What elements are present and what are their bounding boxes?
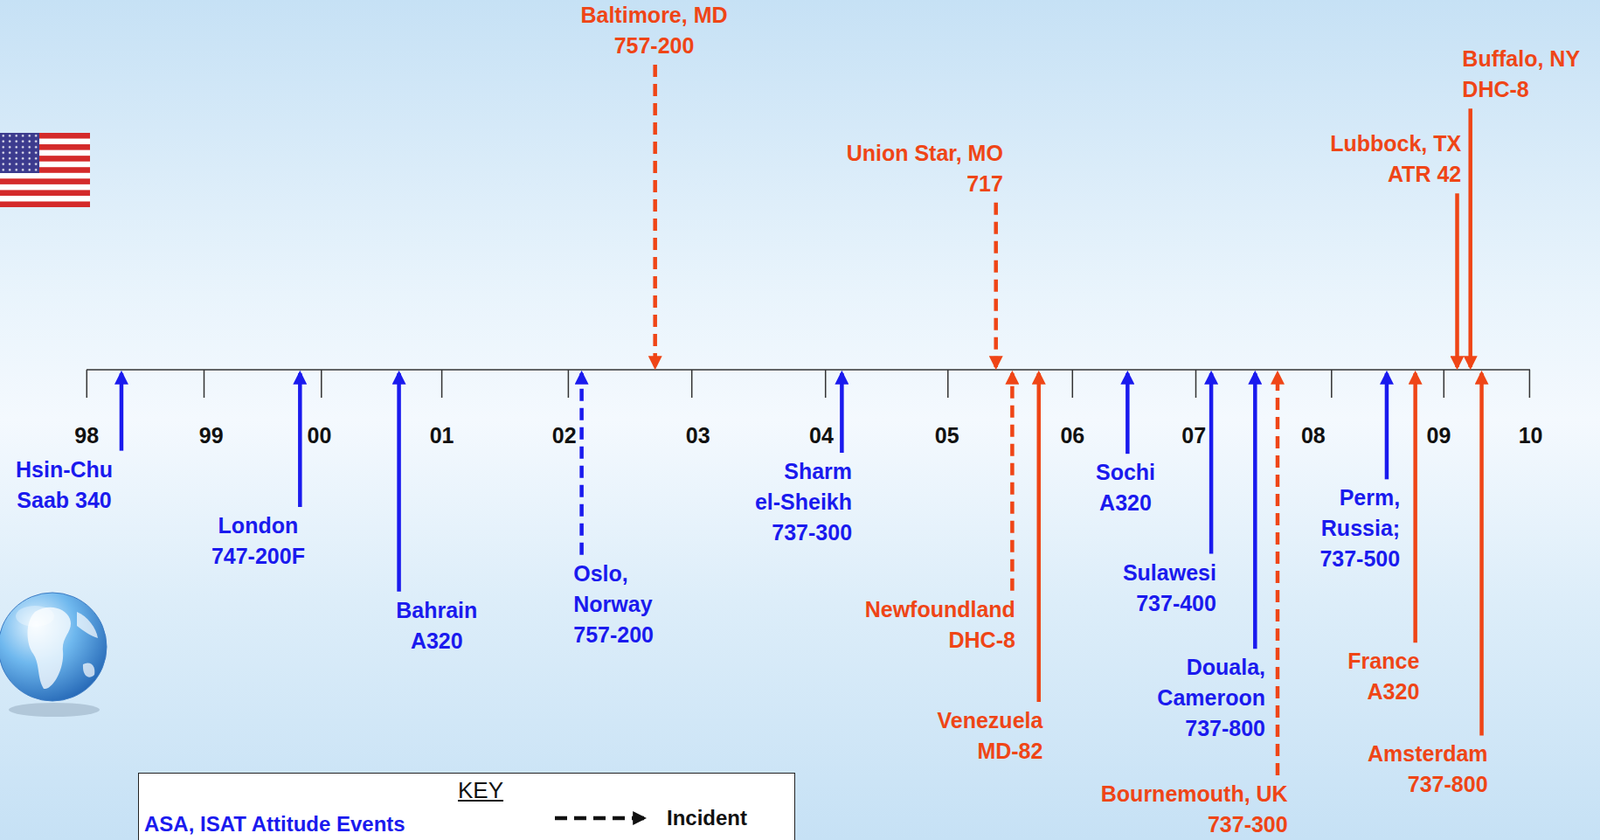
legend-text: Incident xyxy=(666,805,748,831)
us-flag xyxy=(0,132,91,208)
event-arrow xyxy=(396,373,402,592)
event-arrow xyxy=(579,373,584,555)
year-label: 10 xyxy=(1518,420,1544,451)
event-arrow xyxy=(1454,193,1460,368)
year-label: 06 xyxy=(1059,420,1085,451)
event-label: Sharm el-Sheikh 737-300 xyxy=(754,456,852,548)
event-label: Newfoundland DHC-8 xyxy=(865,594,1016,656)
legend-box: KEY ASA, ISAT Attitude Events Incident xyxy=(138,772,796,840)
event-arrow xyxy=(1275,373,1281,776)
year-label: 00 xyxy=(307,420,333,451)
year-label: 08 xyxy=(1301,420,1326,451)
event-label: France A320 xyxy=(1347,645,1420,707)
year-label: 04 xyxy=(809,420,834,451)
event-arrow xyxy=(1385,373,1390,479)
event-label: Oslo, Norway 757-200 xyxy=(573,558,654,651)
time-axis xyxy=(86,369,1531,398)
year-label: 98 xyxy=(74,420,99,451)
event-arrow xyxy=(1253,373,1258,649)
year-label: 01 xyxy=(429,420,455,451)
event-arrow xyxy=(297,373,303,507)
event-label: Lubbock, TX ATR 42 xyxy=(1329,128,1462,190)
event-arrow xyxy=(1209,373,1214,555)
year-label: 02 xyxy=(552,420,577,451)
event-label: Union Star, MO 717 xyxy=(846,138,1004,200)
event-arrow xyxy=(1412,373,1418,643)
event-arrow xyxy=(119,373,125,451)
event-arrow xyxy=(839,373,845,453)
event-arrow xyxy=(993,202,998,368)
event-label: Baltimore, MD 757-200 xyxy=(580,0,728,62)
event-arrow xyxy=(1468,108,1473,368)
event-label: Buffalo, NY DHC-8 xyxy=(1461,43,1580,105)
legend-heading: KEY xyxy=(457,776,504,804)
event-label: Douala, Cameroon 737-800 xyxy=(1156,651,1266,744)
event-label: Amsterdam 737-800 xyxy=(1367,738,1489,800)
event-label: Venezuela MD-82 xyxy=(937,705,1044,767)
event-arrow xyxy=(1125,373,1130,454)
event-label: Bahrain A320 xyxy=(395,595,478,657)
globe-icon xyxy=(0,592,107,717)
event-arrow xyxy=(1010,373,1015,591)
event-label: Perm, Russia; 737-500 xyxy=(1319,482,1400,575)
event-label: Sulawesi 737-400 xyxy=(1122,557,1217,619)
event-arrow xyxy=(652,64,658,368)
event-label: Sochi A320 xyxy=(1095,457,1156,519)
dashed-arrow-sample xyxy=(551,804,655,832)
legend-item: Incident xyxy=(551,804,748,832)
year-label: 03 xyxy=(685,420,711,451)
event-label: Hsin-Chu Saab 340 xyxy=(15,454,113,516)
event-label: London 747-200F xyxy=(211,510,305,572)
legend-sample-line xyxy=(554,816,645,821)
year-label: 07 xyxy=(1181,420,1206,451)
event-arrow xyxy=(1036,373,1041,702)
year-label: 05 xyxy=(935,420,960,451)
year-label: 99 xyxy=(199,420,224,451)
legend-category: ASA, ISAT Attitude Events xyxy=(144,811,406,837)
event-arrow xyxy=(1479,373,1484,735)
event-label: Bournemouth, UK 737-300 xyxy=(1101,778,1289,840)
year-label: 09 xyxy=(1426,420,1452,451)
